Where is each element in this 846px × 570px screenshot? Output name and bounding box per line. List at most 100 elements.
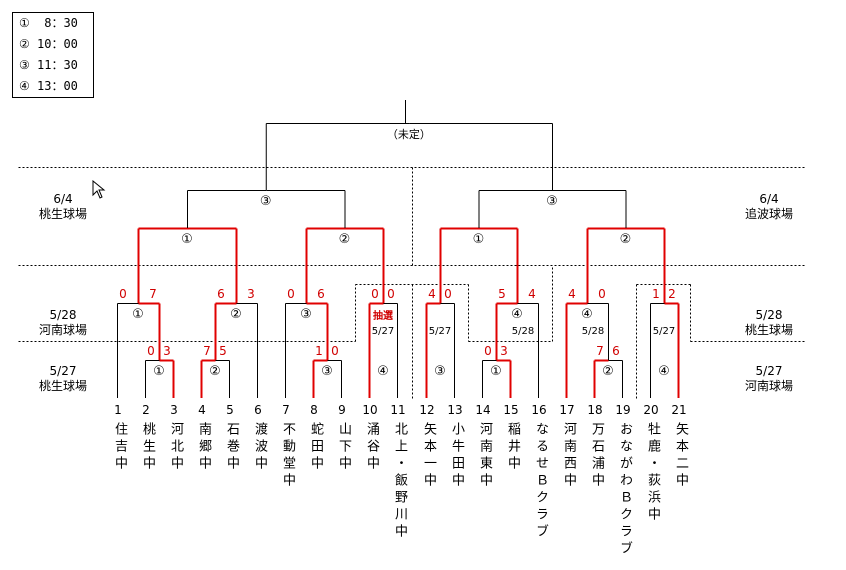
score-left: 0 (484, 344, 492, 358)
score-right: 5 (219, 344, 227, 358)
venue-place: 桃生球場 (38, 207, 87, 221)
legend-time: 8：30 (37, 16, 78, 30)
team-name: おながわＢクラブ (617, 422, 632, 558)
team-seed-number: 3 (170, 403, 178, 417)
legend-circle: ① (19, 16, 30, 30)
team-name: 蛇田中 (308, 422, 323, 473)
match-time-badge: ② (620, 232, 632, 247)
match-time-badge: ② (339, 232, 351, 247)
match-time-badge: ④ (581, 307, 593, 322)
team-seed-number: 10 (362, 403, 378, 417)
score-left: 1 (652, 287, 660, 301)
score-left: 4 (428, 287, 436, 301)
score-right: 0 (598, 287, 606, 301)
score-left: 0 (119, 287, 127, 301)
venue-date: 5/27 (49, 364, 77, 378)
venue-place: 桃生球場 (38, 379, 87, 393)
team-seed-number: 11 (390, 403, 406, 417)
venue-place: 桃生球場 (744, 323, 793, 337)
venue-date: 5/28 (755, 308, 783, 322)
match-time-badge: ③ (260, 194, 272, 209)
score-right: 3 (163, 344, 171, 358)
score-right: 4 (528, 287, 536, 301)
score-right: 0 (331, 344, 339, 358)
score-right: 7 (149, 287, 157, 301)
score-right: 6 (317, 287, 325, 301)
match-time-badge: ③ (546, 194, 558, 209)
score-right: 0 (387, 287, 395, 301)
venue-date: 6/4 (53, 192, 73, 206)
team-seed-number: 20 (643, 403, 659, 417)
score-left: 4 (568, 287, 576, 301)
legend-circle: ② (19, 37, 30, 51)
team-name: 矢本一中 (421, 422, 436, 490)
score-right: 2 (668, 287, 676, 301)
legend-circle: ④ (19, 79, 30, 93)
score-left: 0 (287, 287, 295, 301)
lottery-note: 抽選 (373, 309, 393, 322)
legend-circle: ③ (19, 58, 30, 72)
legend-time: 10：00 (37, 37, 78, 51)
team-name: 稲井中 (505, 422, 520, 473)
score-right: 3 (247, 287, 255, 301)
team-seed-number: 12 (419, 403, 435, 417)
venue-place: 河南球場 (38, 323, 87, 337)
team-name: 万石浦中 (589, 422, 604, 490)
score-left: 1 (315, 344, 323, 358)
team-seed-number: 14 (475, 403, 491, 417)
team-name: 山下中 (336, 422, 351, 473)
legend-item: ③ 11：30 (13, 55, 93, 76)
time-legend: ① 8：30 ② 10：00 ③ 11：30 ④ 13：00 (12, 12, 94, 98)
team-seed-number: 8 (310, 403, 318, 417)
match-time-badge: ① (181, 232, 193, 247)
venue-date: 6/4 (759, 192, 779, 206)
match-time-badge: ② (209, 364, 221, 379)
team-name: 涌谷中 (364, 422, 379, 473)
legend-item: ① 8：30 (13, 13, 93, 34)
match-time-badge: ② (230, 307, 242, 322)
team-name: 河南東中 (477, 422, 492, 490)
venue-date: 5/27 (755, 364, 783, 378)
team-name: なるせＢクラブ (533, 422, 548, 541)
match-date: 5/28 (582, 326, 604, 337)
score-left: 0 (147, 344, 155, 358)
team-name: 北上・飯野川中 (392, 422, 407, 541)
legend-time: 13：00 (37, 79, 78, 93)
score-left: 0 (371, 287, 379, 301)
score-right: 3 (500, 344, 508, 358)
undecided-label: （未定） (387, 127, 431, 141)
match-date: 5/27 (653, 326, 675, 337)
match-time-badge: ③ (321, 364, 333, 379)
team-name: 不動堂中 (280, 422, 295, 490)
team-seed-number: 17 (559, 403, 575, 417)
match-time-badge: ① (153, 364, 165, 379)
match-date: 5/27 (429, 326, 451, 337)
team-seed-number: 16 (531, 403, 547, 417)
match-time-badge: ③ (300, 307, 312, 322)
venue-date: 5/28 (49, 308, 77, 322)
team-name: 桃生中 (140, 422, 155, 473)
team-seed-number: 5 (226, 403, 234, 417)
team-name: 石巻中 (224, 422, 239, 473)
team-seed-number: 13 (447, 403, 463, 417)
team-name: 河北中 (168, 422, 183, 473)
team-seed-number: 2 (142, 403, 150, 417)
score-left: 7 (203, 344, 211, 358)
legend-item: ② 10：00 (13, 34, 93, 55)
match-time-badge: ① (490, 364, 502, 379)
team-seed-number: 21 (671, 403, 687, 417)
team-seed-number: 4 (198, 403, 206, 417)
team-name: 住吉中 (112, 422, 127, 473)
match-time-badge: ③ (434, 364, 446, 379)
match-date: 5/28 (512, 326, 534, 337)
score-left: 5 (498, 287, 506, 301)
score-left: 7 (596, 344, 604, 358)
